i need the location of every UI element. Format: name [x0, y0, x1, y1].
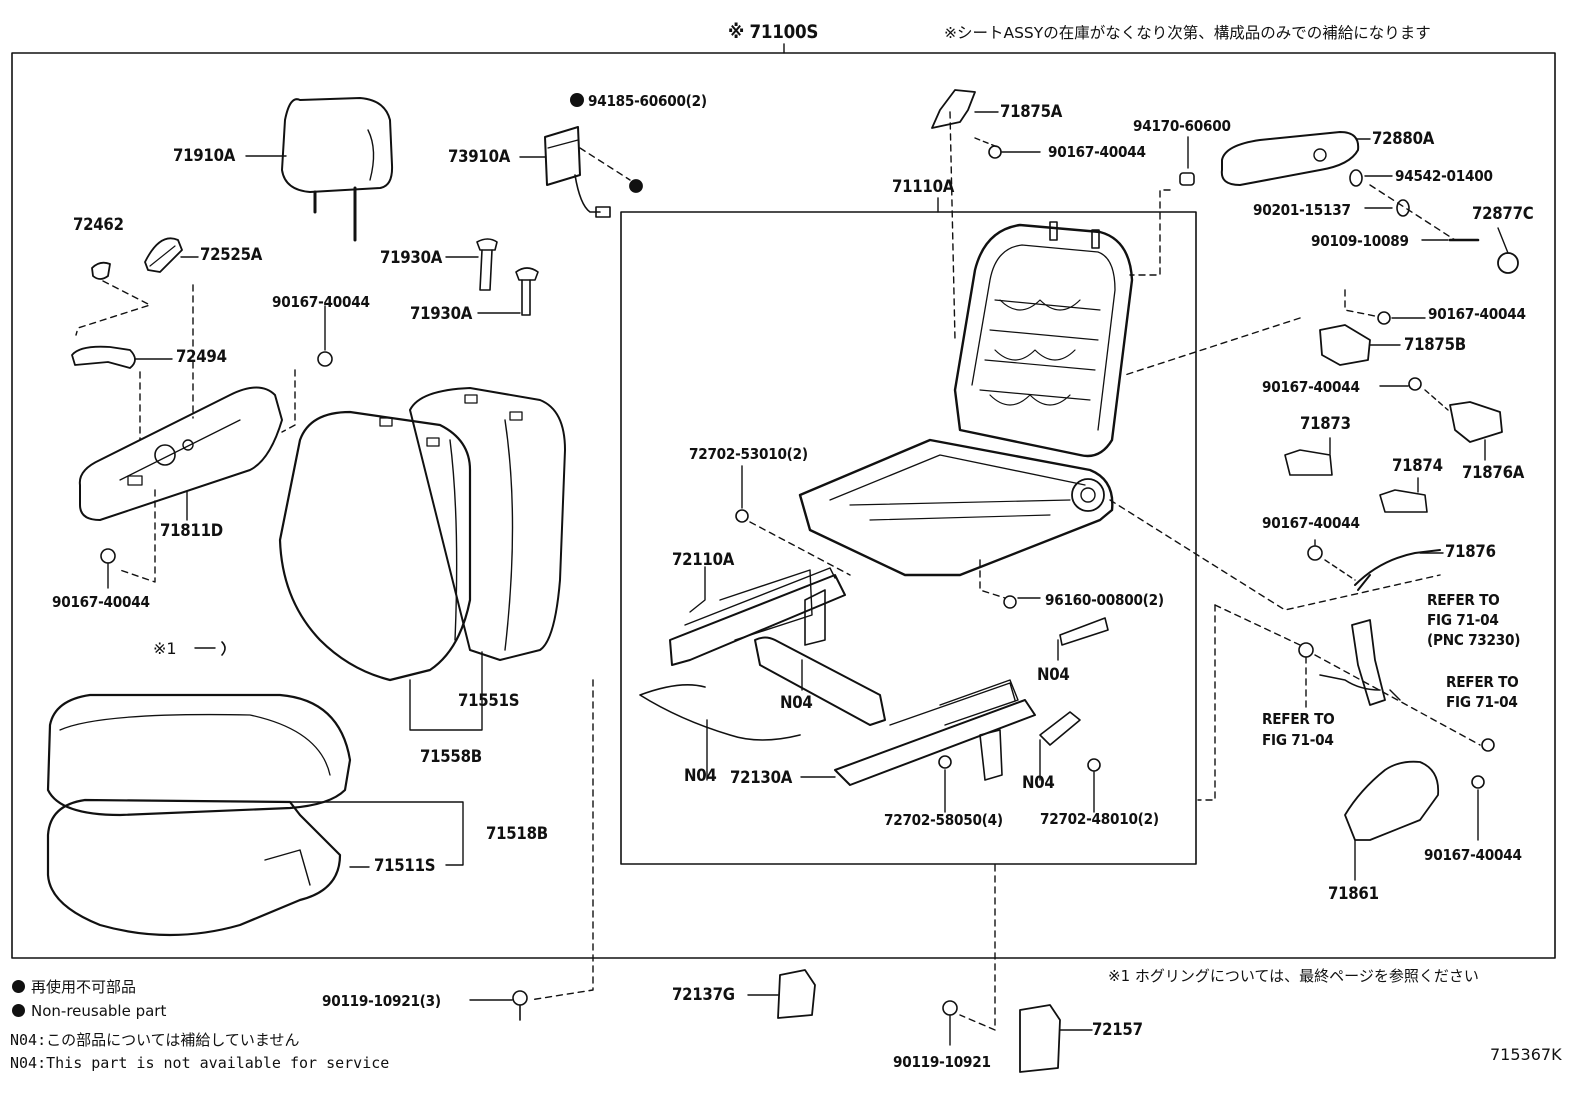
part-label-71558B[interactable]: 71558B — [420, 747, 482, 767]
part-label-94185-60600[interactable]: 94185-60600(2) — [588, 92, 707, 110]
part-label-71876A[interactable]: 71876A — [1462, 463, 1525, 483]
part-label-71930A-lower[interactable]: 71930A — [410, 304, 473, 324]
headrest-drawing — [281, 97, 394, 242]
part-label-90167-40044-br[interactable]: 90167-40044 — [1424, 846, 1522, 864]
part-label-96160-00800[interactable]: 96160-00800(2) — [1045, 591, 1164, 609]
not-serviced-label-n04-2: N04 — [780, 693, 813, 713]
part-label-72462[interactable]: 72462 — [73, 215, 124, 235]
seatback-cover-drawing — [278, 387, 566, 682]
part-label-72130A[interactable]: 72130A — [730, 768, 793, 788]
refer-1-line2[interactable]: FIG 71-04 — [1427, 611, 1499, 629]
recliner-lever-drawing — [71, 237, 183, 369]
part-label-71861[interactable]: 71861 — [1328, 884, 1379, 904]
part-label-71518B[interactable]: 71518B — [486, 824, 548, 844]
part-label-71874[interactable]: 71874 — [1392, 456, 1443, 476]
assembly-part-number: ※ 71100S — [728, 21, 819, 43]
part-label-90109-10089[interactable]: 90109-10089 — [1311, 232, 1409, 250]
part-label-71873[interactable]: 71873 — [1300, 414, 1351, 434]
seat-cushion-drawing — [46, 693, 352, 937]
part-label-71551S[interactable]: 71551S — [458, 691, 520, 711]
refer-1-line1[interactable]: REFER TO — [1427, 591, 1500, 609]
side-cover-drawing — [78, 386, 283, 521]
refer-3-line1[interactable]: REFER TO — [1262, 710, 1335, 728]
part-label-72877C[interactable]: 72877C — [1472, 204, 1534, 224]
part-label-90167-40044-top[interactable]: 90167-40044 — [1048, 143, 1146, 161]
refer-3-line2[interactable]: FIG 71-04 — [1262, 731, 1334, 749]
part-label-72137G[interactable]: 72137G — [672, 985, 735, 1005]
not-serviced-label-n04-4: N04 — [1022, 773, 1055, 793]
part-label-73910A[interactable]: 73910A — [448, 147, 511, 167]
part-label-71930A-upper[interactable]: 71930A — [380, 248, 443, 268]
legend-nonreusable-jp: 再使用不可部品 — [12, 978, 136, 996]
part-label-72702-48010[interactable]: 72702-48010(2) — [1040, 810, 1159, 828]
legend-nonreusable-en: Non-reusable part — [12, 1002, 166, 1020]
part-label-90167-40044-r2[interactable]: 90167-40044 — [1262, 378, 1360, 396]
part-label-72880A[interactable]: 72880A — [1372, 129, 1435, 149]
legend-n04-jp: N04:この部品については補給していません — [10, 1031, 300, 1049]
refer-1-line3[interactable]: (PNC 73230) — [1427, 631, 1521, 649]
part-label-90167-40044-bl[interactable]: 90167-40044 — [52, 593, 150, 611]
headrest-guide-drawing — [476, 238, 539, 316]
part-label-71875B[interactable]: 71875B — [1404, 335, 1466, 355]
part-label-90167-40044-r3[interactable]: 90167-40044 — [1262, 514, 1360, 532]
legend-n04-en: N04:This part is not available for servi… — [10, 1054, 390, 1072]
refer-2-line2[interactable]: FIG 71-04 — [1446, 693, 1518, 711]
part-label-72494[interactable]: 72494 — [176, 347, 227, 367]
refer-2-line1[interactable]: REFER TO — [1446, 673, 1519, 691]
part-label-71511S[interactable]: 71511S — [374, 856, 436, 876]
part-label-90167-40044-left[interactable]: 90167-40044 — [272, 293, 370, 311]
part-label-90167-40044-r1[interactable]: 90167-40044 — [1428, 305, 1526, 323]
nonreusable-dot-icon — [12, 980, 25, 993]
part-label-72157[interactable]: 72157 — [1092, 1020, 1143, 1040]
part-label-90201-15137[interactable]: 90201-15137 — [1253, 201, 1351, 219]
part-label-71875A[interactable]: 71875A — [1000, 102, 1063, 122]
part-label-72702-58050[interactable]: 72702-58050(4) — [884, 811, 1003, 829]
part-label-94542-01400[interactable]: 94542-01400 — [1395, 167, 1493, 185]
part-label-71110A[interactable]: 71110A — [892, 177, 955, 197]
part-label-72702-53010[interactable]: 72702-53010(2) — [689, 445, 808, 463]
not-serviced-label-n04-3: N04 — [684, 766, 717, 786]
not-serviced-label-n04-1: N04 — [1037, 665, 1070, 685]
part-label-94170-60600[interactable]: 94170-60600 — [1133, 117, 1231, 135]
part-label-71910A[interactable]: 71910A — [173, 146, 236, 166]
hog-ring-note: ※1 ホグリングについては、最終ページを参照ください — [1108, 967, 1479, 985]
outer-frame — [11, 52, 1556, 959]
hog-ring-marker: ※1 — [153, 639, 177, 658]
part-label-71811D[interactable]: 71811D — [160, 521, 223, 541]
nonreusable-dot-icon — [12, 1004, 25, 1017]
seat-adjuster-drawing — [639, 509, 1109, 786]
assembly-supply-note: ※シートASSYの在庫がなくなり次第、構成品のみでの補給になります — [944, 24, 1431, 42]
part-label-72525A[interactable]: 72525A — [200, 245, 263, 265]
part-label-90119-10921[interactable]: 90119-10921 — [893, 1053, 991, 1071]
part-label-90119-10921-3[interactable]: 90119-10921(3) — [322, 992, 441, 1010]
part-label-72110A[interactable]: 72110A — [672, 550, 735, 570]
airbag-module-drawing — [544, 126, 643, 218]
inner-frame — [620, 211, 1197, 865]
seat-frame-drawing — [798, 221, 1134, 577]
figure-id: 715367K — [1490, 1045, 1562, 1064]
part-label-71876[interactable]: 71876 — [1445, 542, 1496, 562]
right-side-parts-drawing — [512, 89, 1519, 1073]
